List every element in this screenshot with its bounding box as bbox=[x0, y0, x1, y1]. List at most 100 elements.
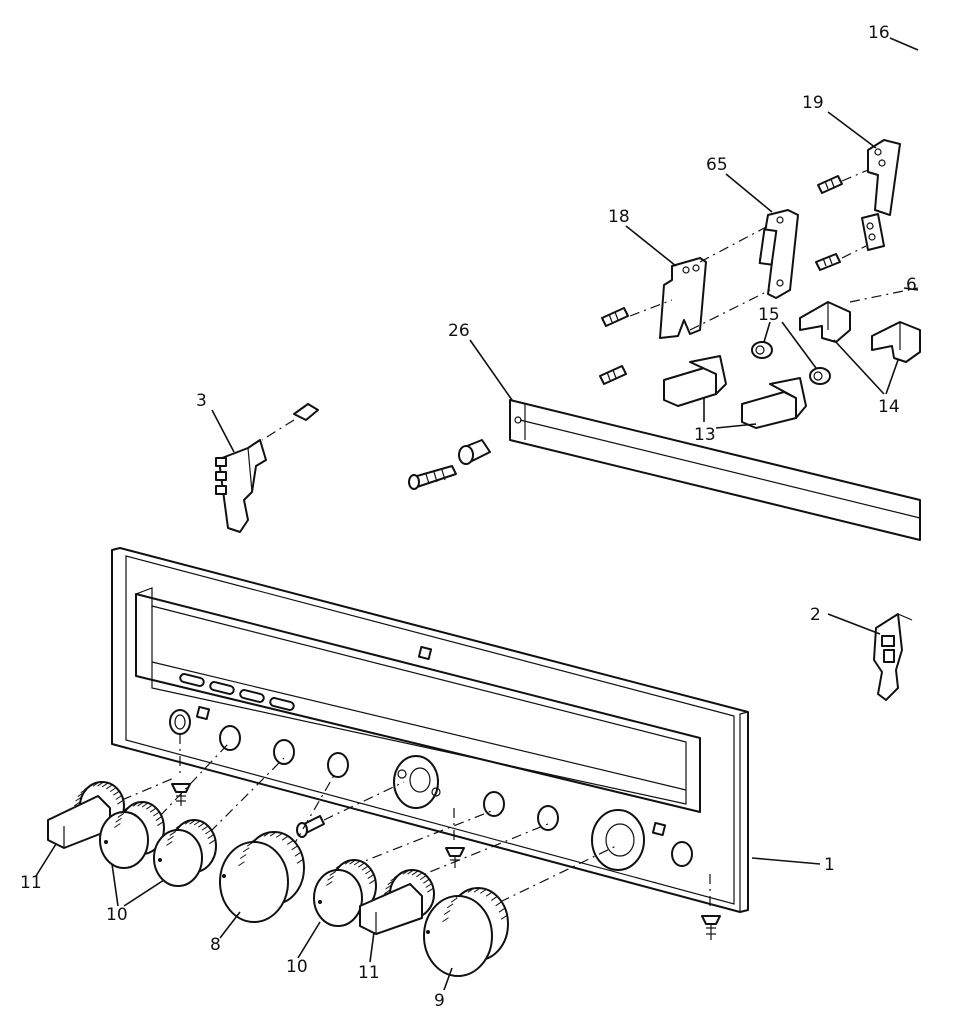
knurl-ridge bbox=[166, 841, 173, 846]
callout-15: 15 bbox=[758, 305, 780, 325]
knurl-ridge bbox=[344, 859, 352, 865]
knurl-ridge bbox=[74, 801, 81, 807]
knurl-ridge bbox=[157, 821, 164, 827]
bracket-2 bbox=[873, 613, 913, 701]
bracket-3 bbox=[215, 439, 267, 533]
callout-2: 2 bbox=[810, 605, 821, 625]
bracket-65 bbox=[758, 209, 799, 299]
knob-9 bbox=[423, 887, 509, 977]
callout-13: 13 bbox=[694, 425, 716, 445]
knurl-ridge bbox=[128, 803, 135, 808]
switch-holder-14-right bbox=[871, 321, 921, 363]
screw-center bbox=[296, 815, 325, 838]
knurl-ridge bbox=[269, 831, 277, 837]
knurl-ridge bbox=[172, 826, 179, 832]
knurl-ridge bbox=[425, 883, 433, 888]
knurl-ridge bbox=[141, 802, 149, 808]
knurl-ridge bbox=[500, 914, 508, 920]
knurl-ridge bbox=[450, 897, 458, 903]
knurl-ridge bbox=[281, 835, 289, 841]
knob-knurling bbox=[384, 869, 434, 895]
knurl-ridge bbox=[184, 819, 192, 825]
alignment-line bbox=[841, 245, 867, 259]
screw-18-lower bbox=[599, 365, 627, 385]
spacer-26 bbox=[458, 439, 491, 465]
screw-26 bbox=[408, 465, 457, 490]
knurl-ridge bbox=[106, 784, 113, 790]
knurl-ridge bbox=[367, 874, 375, 880]
front-panel-1 bbox=[111, 547, 749, 913]
knurl-ridge bbox=[427, 887, 434, 893]
alignment-line bbox=[409, 823, 549, 881]
alignment-line bbox=[323, 781, 405, 821]
knurl-ridge bbox=[169, 831, 177, 836]
screw-19-lower bbox=[815, 253, 841, 271]
callout-18: 18 bbox=[608, 207, 630, 227]
alignment-line bbox=[699, 224, 771, 263]
callout-9: 9 bbox=[434, 991, 445, 1011]
knurl-ridge bbox=[327, 875, 334, 881]
knurl-ridge bbox=[114, 823, 121, 828]
alignment-line bbox=[159, 743, 229, 817]
knurl-ridge bbox=[101, 782, 109, 788]
knurl-ridge bbox=[358, 862, 365, 868]
knurl-ridge bbox=[365, 869, 372, 875]
knurl-ridge bbox=[385, 884, 392, 890]
knob-knurling bbox=[74, 781, 124, 807]
knurl-ridge bbox=[242, 847, 250, 853]
knurl-ridge bbox=[205, 829, 212, 835]
knurl-ridge bbox=[198, 822, 205, 828]
alignment-line bbox=[629, 299, 673, 317]
knob-11-right bbox=[359, 869, 435, 935]
spacer-15-right bbox=[809, 367, 831, 385]
knurl-ridge bbox=[443, 910, 451, 915]
knurl-ridge bbox=[407, 869, 414, 875]
knurl-ridge bbox=[120, 808, 127, 814]
rail-26 bbox=[509, 399, 921, 541]
knurl-ridge bbox=[461, 889, 469, 895]
callout-3: 3 bbox=[196, 391, 207, 411]
alignment-line bbox=[351, 809, 495, 867]
spacer-15-left bbox=[751, 341, 773, 359]
knurl-ridge bbox=[149, 807, 157, 813]
callout-16: 16 bbox=[868, 23, 890, 43]
knurl-ridge bbox=[419, 875, 427, 881]
callout-8: 8 bbox=[210, 935, 221, 955]
knob-knurling bbox=[326, 859, 376, 886]
knurl-ridge bbox=[117, 813, 125, 818]
knurl-ridge bbox=[180, 821, 187, 826]
leader-line-6 bbox=[903, 287, 919, 291]
knurl-ridge bbox=[369, 879, 376, 885]
knurl-ridge bbox=[115, 817, 122, 823]
knurl-ridge bbox=[498, 907, 506, 913]
knurl-ridge bbox=[329, 871, 337, 876]
knurl-ridge bbox=[326, 881, 333, 886]
knob-knurling bbox=[442, 887, 508, 923]
knurl-ridge bbox=[349, 859, 356, 865]
knurl-ridge bbox=[246, 841, 254, 847]
screw-panel-a bbox=[171, 734, 191, 806]
knurl-ridge bbox=[485, 891, 493, 897]
knurl-ridge bbox=[473, 887, 481, 893]
knurl-ridge bbox=[77, 792, 85, 797]
knob-10-right bbox=[313, 859, 377, 927]
switch-holder-14-left bbox=[799, 301, 851, 343]
knob-10-left bbox=[99, 801, 165, 869]
knurl-ridge bbox=[189, 819, 196, 825]
knurl-ridge bbox=[155, 816, 163, 822]
knob-knurling bbox=[114, 801, 164, 828]
knurl-ridge bbox=[88, 783, 95, 788]
callout-10-left: 10 bbox=[106, 905, 128, 925]
knurl-ridge bbox=[402, 869, 410, 875]
knurl-ridge bbox=[340, 861, 347, 866]
knurl-ridge bbox=[109, 787, 117, 793]
knurl-ridge bbox=[132, 801, 140, 807]
alignment-line bbox=[291, 771, 337, 849]
knurl-ridge bbox=[92, 781, 100, 787]
knurl-ridge bbox=[146, 804, 153, 810]
screw-3 bbox=[261, 403, 319, 441]
knurl-ridge bbox=[423, 878, 430, 884]
callout-65: 65 bbox=[706, 155, 728, 175]
knurl-ridge bbox=[446, 903, 454, 909]
